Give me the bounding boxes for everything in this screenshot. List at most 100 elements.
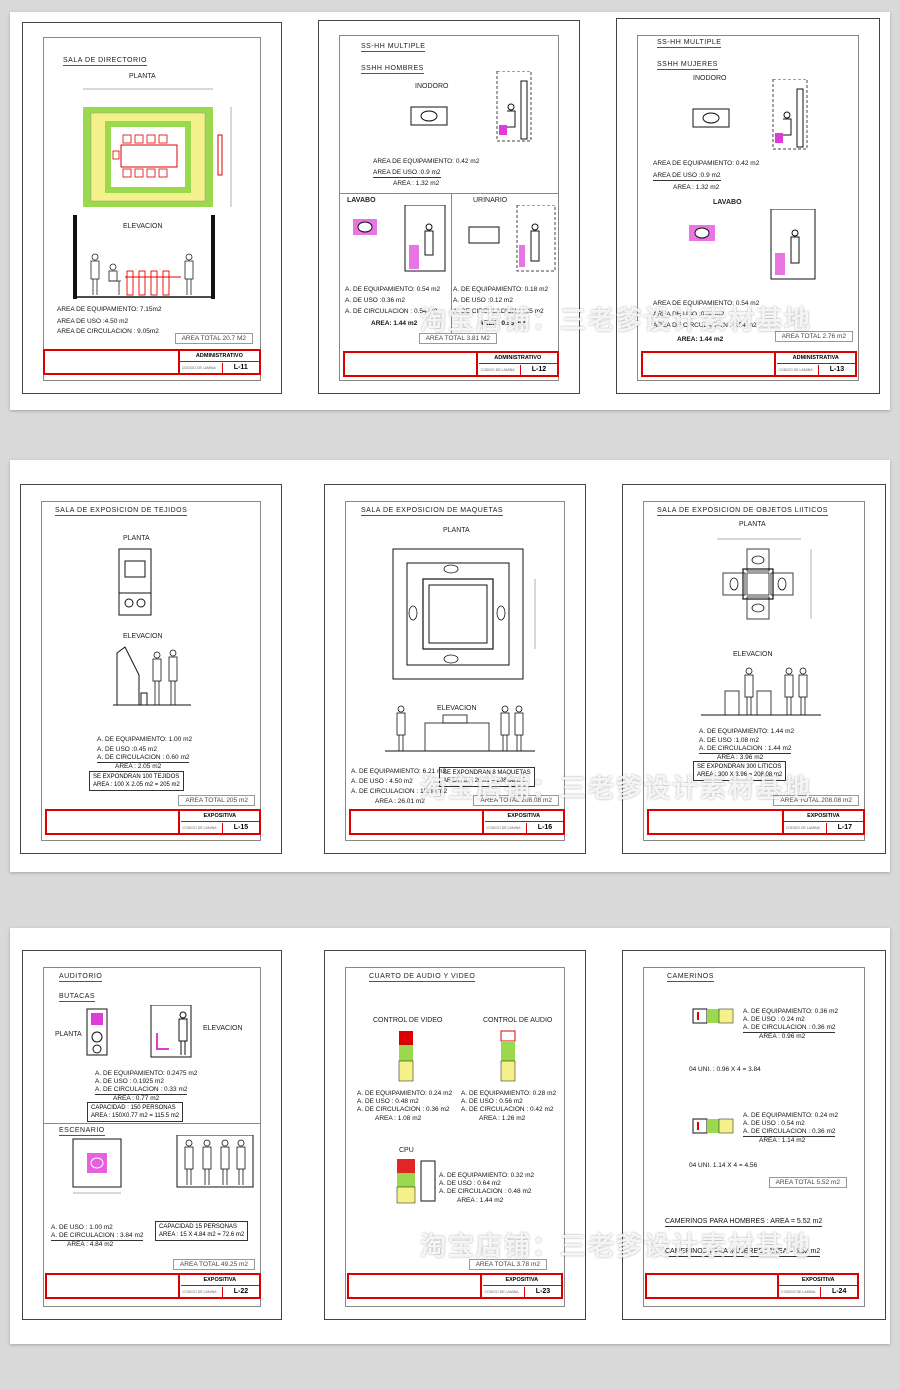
area-total: AREA TOTAL 208.08 m2	[473, 795, 559, 806]
elevation-label: ELEVACION	[437, 705, 477, 712]
sheet-subtitle: SSHH MUJERES	[657, 61, 718, 70]
watermark: 淘宝店铺：三老爹设计素材基地	[420, 773, 813, 803]
area-total: AREA TOTAL 2.76 m2	[774, 331, 853, 342]
category-label: EXPOSITIVA	[180, 811, 259, 822]
code-caption: CODIGO DE LAMINA	[778, 368, 813, 372]
sheet-code: L-13	[817, 365, 855, 375]
sheet-l12[interactable]: SS-HH MULTIPLE SSHH HOMBRES INODORO AREA…	[318, 20, 580, 394]
stat-line: A. DE EQUIPAMIENTO: 0.24 m2	[357, 1090, 453, 1097]
stat-line: A. DE CIRCULACION : 1.44 m2	[699, 745, 792, 754]
sheet-title: SALA DE EXPOSICION DE OBJETOS LIITICOS	[657, 507, 828, 516]
boardroom-elevation-drawing	[73, 215, 215, 299]
boardroom-plan-drawing	[83, 88, 232, 207]
sheet-l11[interactable]: SALA DE DIRECTORIO PLANTA ELEVACION AREA	[22, 22, 282, 394]
stat-line: AREA : 1.08 m2	[375, 1115, 422, 1122]
sheet-code: L-16	[525, 823, 563, 833]
stat-line: A. DE EQUIPAMIENTO: 0.18 m2	[453, 286, 549, 293]
area-total: AREA TOTAL 5.52 m2	[768, 1177, 847, 1188]
stage-subtitle: ESCENARIO	[59, 1127, 105, 1136]
sheet-code: L-15	[221, 823, 259, 833]
sheet-code: L-12	[519, 365, 557, 375]
code-caption: CODIGO DE LAMINA	[181, 366, 216, 370]
sink-drawings	[689, 209, 816, 280]
sheet-l17[interactable]: SALA DE EXPOSICION DE OBJETOS LIITICOS P…	[622, 484, 886, 854]
stat-line: AREA: 0.55 m2	[479, 320, 526, 327]
stat-line: A. DE EQUIPAMIENTO: 0.24 m2	[743, 1112, 839, 1119]
sink-label: LAVABO	[347, 197, 376, 204]
elevation-label: ELEVACION	[733, 651, 773, 658]
summary-men: CAMERINOS PARA HOMBRES : AREA = 5.52 m2	[665, 1218, 823, 1227]
sink-label: LAVABO	[713, 199, 742, 206]
watermark: 淘宝店铺：三老爹设计素材基地	[420, 305, 813, 335]
unit-note: 04 UNI. 1.14 X 4 = 4.56	[689, 1162, 758, 1169]
plan-label: PLANTA	[443, 527, 470, 534]
sheet-code: L-23	[523, 1287, 561, 1297]
summary-women: CAMERINOS PARA MUJERES : AREA = 5.52 m2	[665, 1248, 821, 1257]
stage-summary-note: CAPACIDAD 15 PERSONAS AREA : 15 X 4.84 m…	[155, 1221, 249, 1241]
stat-line: AREA DE USO :0.9 m2	[653, 172, 721, 181]
sheet-l24[interactable]: CAMERINOS A. DE EQUIPAMIENTO: 0.36 m2 A.…	[622, 950, 886, 1320]
category-label: EXPOSITIVA	[783, 811, 863, 822]
code-caption: CODIGO DE LAMINA	[785, 826, 820, 830]
sheet-l13[interactable]: SS-HH MULTIPLE SSHH MUJERES INODORO AREA…	[616, 18, 880, 394]
sheet-code: L-22	[221, 1287, 259, 1297]
elevation-label: ELEVACION	[123, 223, 163, 230]
title-block: ADMINISTRATIVA CODIGO DE LAMINA L-13	[641, 351, 857, 377]
toilet-label: INODORO	[693, 75, 727, 82]
area-total: AREA TOTAL 205 m2	[178, 795, 255, 806]
sheet-l23[interactable]: CUARTO DE AUDIO Y VIDEO CONTROL DE VIDEO…	[324, 950, 586, 1320]
stat-line: A. DE USO : 1.00 m2	[51, 1224, 113, 1231]
sheet-title: SALA DE EXPOSICION DE TEJIDOS	[55, 507, 188, 516]
stat-line: A. DE USO : 0.54 m2	[743, 1120, 805, 1127]
sheet-title: AUDITORIO	[59, 973, 103, 982]
plan-label: PLANTA	[739, 521, 766, 528]
stat-line: AREA: 1.44 m2	[371, 320, 418, 327]
stat-line: A. DE CIRCULACION : 3.84 m2	[51, 1232, 144, 1241]
control-station-drawings	[398, 1030, 516, 1082]
dressing-room-drawing-1	[692, 1008, 734, 1024]
sheet-l15[interactable]: SALA DE EXPOSICION DE TEJIDOS PLANTA ELE…	[20, 484, 282, 854]
summary-note: SE EXPONDRAN 100 TEJIDOS AREA : 100 X 2.…	[89, 771, 184, 791]
sink-urinal-drawings	[353, 205, 556, 272]
plan-label: PLANTA	[55, 1031, 82, 1038]
unit-note: 04 UNI. : 0.96 X 4 = 3.84	[689, 1066, 761, 1073]
stat-line: A. DE USO : 0.64 m2	[439, 1180, 501, 1187]
stat-line: A. DE CIRCULACION : 0.60 m2	[97, 754, 190, 763]
summary-note: SE EXPONDRAN 300 LITICOS AREA : 300 X 3.…	[693, 761, 787, 781]
stat-line: AREA DE EQUIPAMIENTO: 0.42 m2	[373, 158, 480, 165]
code-caption: CODIGO DE LAMINA	[182, 826, 217, 830]
stat-line: A. DE EQUIPAMIENTO: 1.44 m2	[699, 728, 795, 735]
stat-line: A. DE EQUIPAMIENTO: 1.00 m2	[97, 736, 193, 743]
model-plan-drawing	[392, 548, 536, 680]
stat-line: A. DE EQUIPAMIENTO: 0.32 m2	[439, 1172, 535, 1179]
title-block: EXPOSITIVA CODIGO DE LAMINA L-24	[645, 1273, 859, 1299]
category-label: EXPOSITIVA	[482, 1275, 561, 1286]
stat-line: A. DE USO : 0.48 m2	[357, 1098, 419, 1105]
stat-line: AREA : 4.84 m2	[67, 1241, 114, 1248]
stat-line: AREA DE CIRCULACION : 0.54 m2	[653, 322, 757, 329]
title-block: EXPOSITIVA CODIGO DE LAMINA L-22	[45, 1273, 261, 1299]
stat-line: AREA : 26.01 m2	[375, 798, 425, 805]
textile-elevation-drawing	[113, 646, 191, 706]
stat-line: A. DE USO :0.45 m2	[97, 746, 157, 753]
sheet-title: CUARTO DE AUDIO Y VIDEO	[369, 973, 476, 982]
stat-line: AREA DE CIRCULACION : 9.05m2	[57, 328, 159, 335]
summary-note: SE EXPONDRAN 8 MAQUETAS AREA : 8 X 26.01…	[439, 767, 535, 787]
sheet-l22[interactable]: AUDITORIO BUTACAS PLANTA ELEVACION A. DE…	[22, 950, 282, 1320]
sheet-title: SALA DE DIRECTORIO	[63, 57, 147, 66]
stat-line: AREA : 1.32 m2	[393, 180, 440, 187]
audio-control-label: CONTROL DE AUDIO	[483, 1017, 553, 1024]
area-total: AREA TOTAL 49.25 m2	[172, 1259, 255, 1270]
stat-line: AREA : 1.32 m2	[673, 184, 720, 191]
stat-line: A. DE CIRCULACION : 0.54 m2	[345, 308, 438, 315]
stat-line: AREA DE USO :4.50 m2	[57, 318, 129, 325]
sheet-l16[interactable]: SALA DE EXPOSICION DE MAQUETAS PLANTA EL…	[324, 484, 586, 854]
stat-line: A. DE USO :0.12 m2	[453, 297, 513, 304]
sheet-code: L-11	[221, 363, 259, 373]
title-block: EXPOSITIVA CODIGO DE LAMINA L-23	[347, 1273, 563, 1299]
stat-line: A. DE EQUIPAMIENTO: 0.28 m2	[461, 1090, 557, 1097]
area-total: AREA TOTAL 3.78 m2	[468, 1259, 547, 1270]
sheet-title: SS-HH MULTIPLE	[361, 43, 426, 52]
stat-line: AREA DE EQUIPAMIENTO: 0.42 m2	[653, 160, 760, 167]
stat-line: A. DE CIRCULACION : 0.36 m2	[743, 1024, 836, 1033]
